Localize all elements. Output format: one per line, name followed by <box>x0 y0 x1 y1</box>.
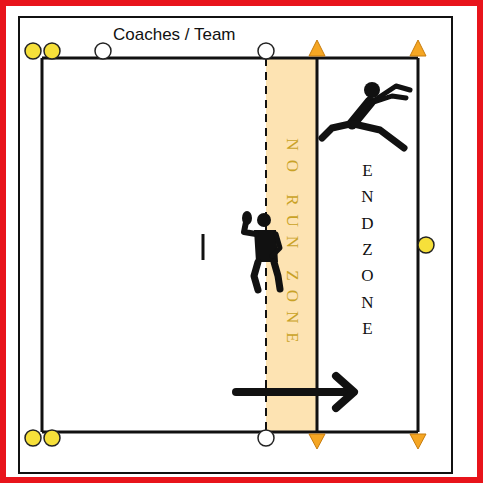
outer-box <box>19 17 452 473</box>
goal-line <box>316 58 319 432</box>
pylons <box>309 40 426 449</box>
area-label: Coaches / Team <box>113 25 236 45</box>
band-label: NO RUN ZONE <box>282 138 302 351</box>
direction-arrow <box>236 376 354 408</box>
field-line <box>41 58 44 432</box>
quarterback-figure <box>242 211 280 290</box>
endzone-region: ENDZONE <box>317 58 418 432</box>
receiver-figure <box>322 82 410 148</box>
marker-tick <box>202 234 205 260</box>
no-run-zone-band: NO RUN ZONE <box>266 58 317 432</box>
field-line <box>42 431 418 434</box>
cones <box>25 43 434 446</box>
endzone-label: ENDZONE <box>359 158 376 342</box>
red-frame <box>3 3 480 480</box>
